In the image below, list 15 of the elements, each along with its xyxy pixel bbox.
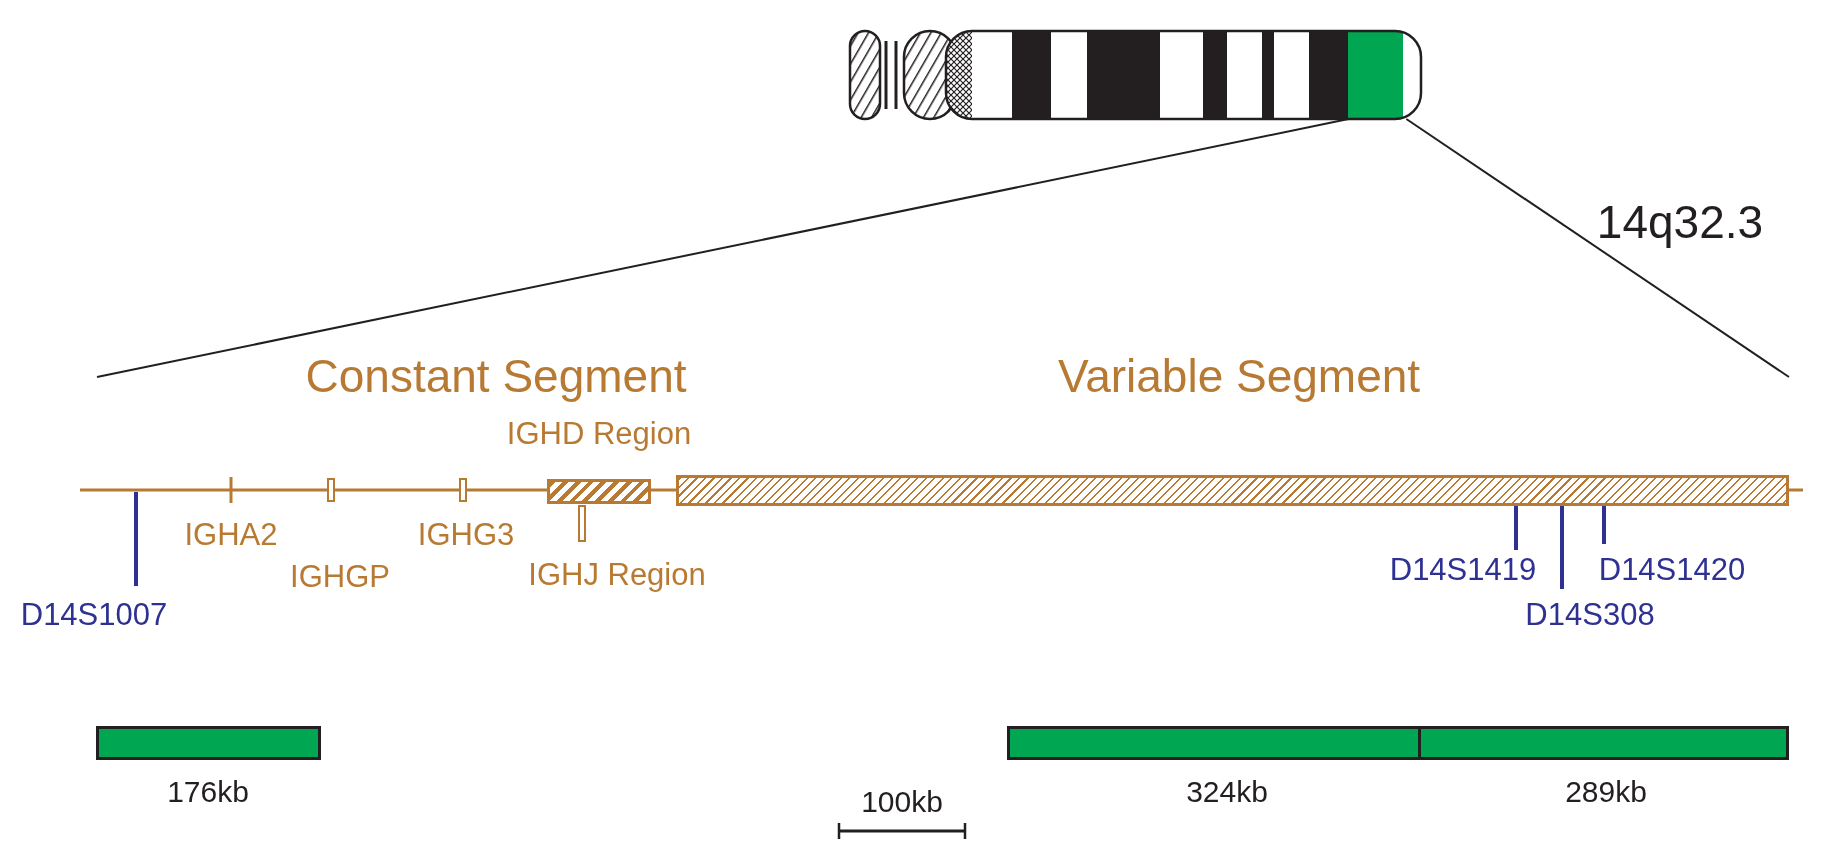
gene-label: IGHJ Region [528,558,706,590]
marker-label: D14S308 [1525,598,1655,630]
scale-label: 100kb [861,787,943,817]
gene-label: IGHG3 [417,518,515,550]
marker-label: D14S1419 [1389,553,1537,585]
gene-label: IGHGP [290,560,390,592]
marker-label: D14S1007 [20,598,168,630]
region-label: IGHD Region [506,417,692,449]
gene-label: IGHA2 [184,518,278,550]
size-label: 176kb [167,777,249,807]
zoom-line [1405,118,1790,378]
size-label: 289kb [1565,777,1647,807]
marker-label: D14S1420 [1598,553,1746,585]
size-label: 324kb [1186,777,1268,807]
track-line [651,488,676,492]
